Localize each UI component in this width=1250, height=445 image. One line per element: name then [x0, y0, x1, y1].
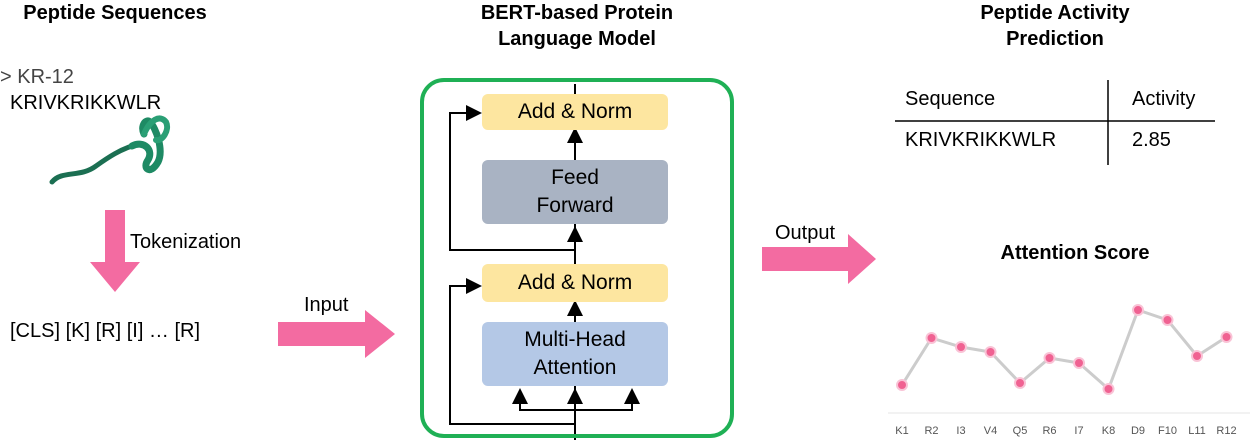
- data-point-K1: [896, 379, 908, 391]
- attention-line2: Attention: [533, 356, 617, 379]
- add-norm-top-box: Add & Norm: [482, 94, 668, 130]
- output-arrow: [762, 234, 876, 284]
- output-label: Output: [775, 222, 836, 244]
- tokenization-arrow: [90, 210, 140, 292]
- data-point-L11: [1191, 350, 1203, 362]
- x-tick-label: D9: [1131, 425, 1145, 437]
- attention-score-title: Attention Score: [1000, 242, 1150, 264]
- input-label: Input: [304, 294, 349, 316]
- x-tick-label: K8: [1102, 425, 1115, 437]
- data-point-D9: [1132, 304, 1144, 316]
- left-title: Peptide Sequences: [23, 2, 207, 24]
- x-tick-label: R12: [1216, 425, 1236, 437]
- add-norm-bottom-box: Add & Norm: [482, 264, 668, 302]
- model-title-line2: Language Model: [498, 28, 656, 50]
- activity-table: Sequence Activity KRIVKRIKKWLR 2.85: [895, 88, 1195, 152]
- x-tick-label: Q5: [1013, 425, 1028, 437]
- x-tick-label: F10: [1158, 425, 1177, 437]
- tokenization-label: Tokenization: [130, 231, 242, 253]
- model-title-line1: BERT-based Protein: [480, 2, 674, 24]
- right-title-line2: Prediction: [1006, 28, 1104, 50]
- data-point-I3: [955, 341, 967, 353]
- data-point-V4: [984, 346, 997, 358]
- table-header-sequence: Sequence: [905, 88, 996, 110]
- right-title: Peptide Activity Prediction: [930, 0, 1180, 52]
- peptide-name: > KR-12: [0, 66, 74, 88]
- right-title-line1: Peptide Activity: [980, 2, 1130, 24]
- model-title: BERT-based Protein Language Model: [420, 0, 734, 52]
- input-arrow: [278, 310, 395, 358]
- peptide-sequence: KRIVKRIKKWLR: [10, 92, 162, 114]
- table-cell-activity: 2.85: [1132, 129, 1171, 151]
- x-tick-label: R2: [924, 425, 938, 437]
- x-tick-label: I3: [956, 425, 965, 437]
- table-header-activity: Activity: [1132, 88, 1196, 110]
- x-tick-label: V4: [984, 425, 997, 437]
- feed-forward-line2: Forward: [536, 194, 614, 217]
- data-point-Q5: [1014, 377, 1026, 389]
- x-tick-label: K1: [895, 425, 908, 437]
- data-point-R12: [1220, 331, 1233, 343]
- table-row: KRIVKRIKKWLR 2.85: [895, 119, 1195, 152]
- data-point-F10: [1161, 314, 1174, 326]
- data-point-R2: [925, 332, 938, 344]
- data-point-R6: [1043, 352, 1056, 364]
- x-tick-label: L11: [1188, 425, 1206, 437]
- model-frame: [420, 78, 734, 438]
- token-sequence: [CLS] [K] [R] [I] … [R]: [10, 320, 201, 342]
- attention-line1: Multi-Head: [524, 328, 626, 351]
- feed-forward-line1: Feed: [551, 166, 599, 189]
- multi-head-attention-box: Multi-Head Attention: [482, 322, 668, 386]
- x-tick-label: R6: [1042, 425, 1056, 437]
- data-point-K8: [1102, 383, 1115, 395]
- table-rules: [895, 80, 1215, 165]
- x-tick-label: I7: [1074, 425, 1083, 437]
- series-line: [900, 308, 1228, 392]
- table-cell-sequence: KRIVKRIKKWLR: [905, 129, 1057, 151]
- feed-forward-box: Feed Forward: [482, 160, 668, 224]
- table-header-row: Sequence Activity: [895, 88, 1195, 119]
- data-point-I7: [1073, 357, 1085, 369]
